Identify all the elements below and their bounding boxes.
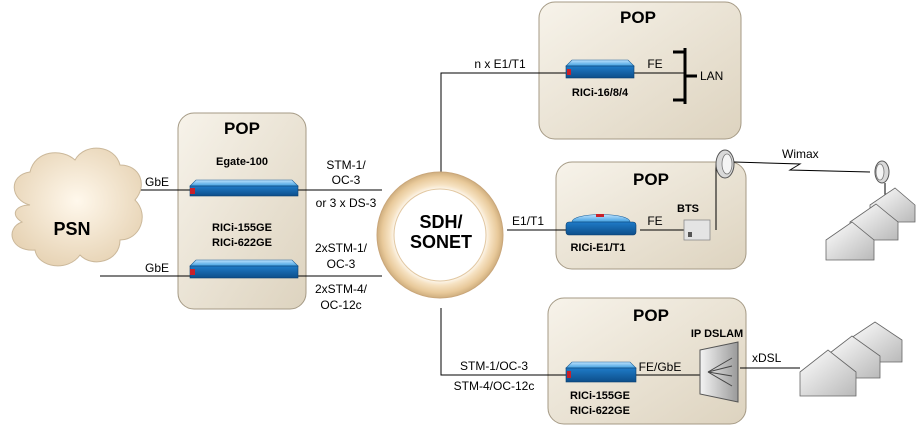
rici-155ge-device-left xyxy=(189,259,299,279)
sdh-sonet-ring: SDH/ SONET xyxy=(376,171,504,299)
uplink-top-line2: OC-3 xyxy=(332,173,361,187)
rici-155ge-device-bottom xyxy=(565,361,637,383)
uplink-bottom-line1: 2xSTM-1/ xyxy=(315,241,368,255)
houses-wimax xyxy=(825,187,916,261)
rici-e1-device xyxy=(565,214,637,236)
bottom-link1-label: STM-1/OC-3 xyxy=(460,359,528,373)
top-fe-label: FE xyxy=(647,57,662,71)
wimax-label: Wimax xyxy=(782,147,819,161)
rici-155ge-label-bottom: RICi-155GE xyxy=(570,390,630,402)
ip-dslam-device xyxy=(699,341,739,403)
rici-16-device xyxy=(565,59,635,79)
wimax-antenna-right xyxy=(874,160,890,195)
rici-155ge-label-left: RICi-155GE xyxy=(212,222,272,234)
pop-title-left: POP xyxy=(224,119,260,138)
ip-dslam-label: IP DSLAM xyxy=(691,328,743,340)
pop-box-middle xyxy=(555,161,747,270)
wimax-link xyxy=(733,161,871,173)
rici-e1-label: RICi-E1/T1 xyxy=(570,242,625,254)
rici-622ge-label-bottom: RICi-622GE xyxy=(570,405,630,417)
egate-100-label: Egate-100 xyxy=(216,156,268,168)
uplink-top-line3: or 3 x DS-3 xyxy=(316,196,377,210)
lan-label: LAN xyxy=(700,69,723,83)
pop-box-top xyxy=(538,1,742,140)
pop-box-left xyxy=(177,112,307,310)
ring-label-line1: SDH/ xyxy=(419,212,462,232)
bottom-link2-label: STM-4/OC-12c xyxy=(454,379,535,393)
mid-fe-label: FE xyxy=(647,214,662,228)
bottom-fe-label: FE/GbE xyxy=(639,360,682,374)
psn-label: PSN xyxy=(53,219,90,239)
uplink-bottom-line2: OC-3 xyxy=(327,257,356,271)
ring-label-line2: SONET xyxy=(410,232,472,252)
pop-title-bottom: POP xyxy=(633,306,669,325)
mid-link-label: E1/T1 xyxy=(512,214,544,228)
gbe-label-top: GbE xyxy=(145,175,169,189)
uplink-bottom-line3: 2xSTM-4/ xyxy=(315,282,368,296)
uplink-top-line1: STM-1/ xyxy=(326,158,366,172)
pop-title-middle: POP xyxy=(633,170,669,189)
bts-box xyxy=(683,219,711,241)
houses-dsl xyxy=(799,321,903,397)
top-link-label: n x E1/T1 xyxy=(474,57,526,71)
lan-bus xyxy=(673,48,697,104)
uplink-bottom-line4: OC-12c xyxy=(320,298,361,312)
rici-622ge-label-left: RICi-622GE xyxy=(212,237,272,249)
bts-label: BTS xyxy=(677,203,699,215)
wimax-antenna-left xyxy=(715,149,735,179)
pop-title-top: POP xyxy=(620,8,656,27)
psn-cloud: PSN xyxy=(11,147,143,267)
connection-lines xyxy=(100,72,800,376)
pop-box-bottom xyxy=(547,297,747,425)
rici-16-label: RICi-16/8/4 xyxy=(572,87,629,99)
xdsl-label: xDSL xyxy=(752,351,782,365)
gbe-label-bottom: GbE xyxy=(145,261,169,275)
egate-100-device xyxy=(189,179,299,197)
